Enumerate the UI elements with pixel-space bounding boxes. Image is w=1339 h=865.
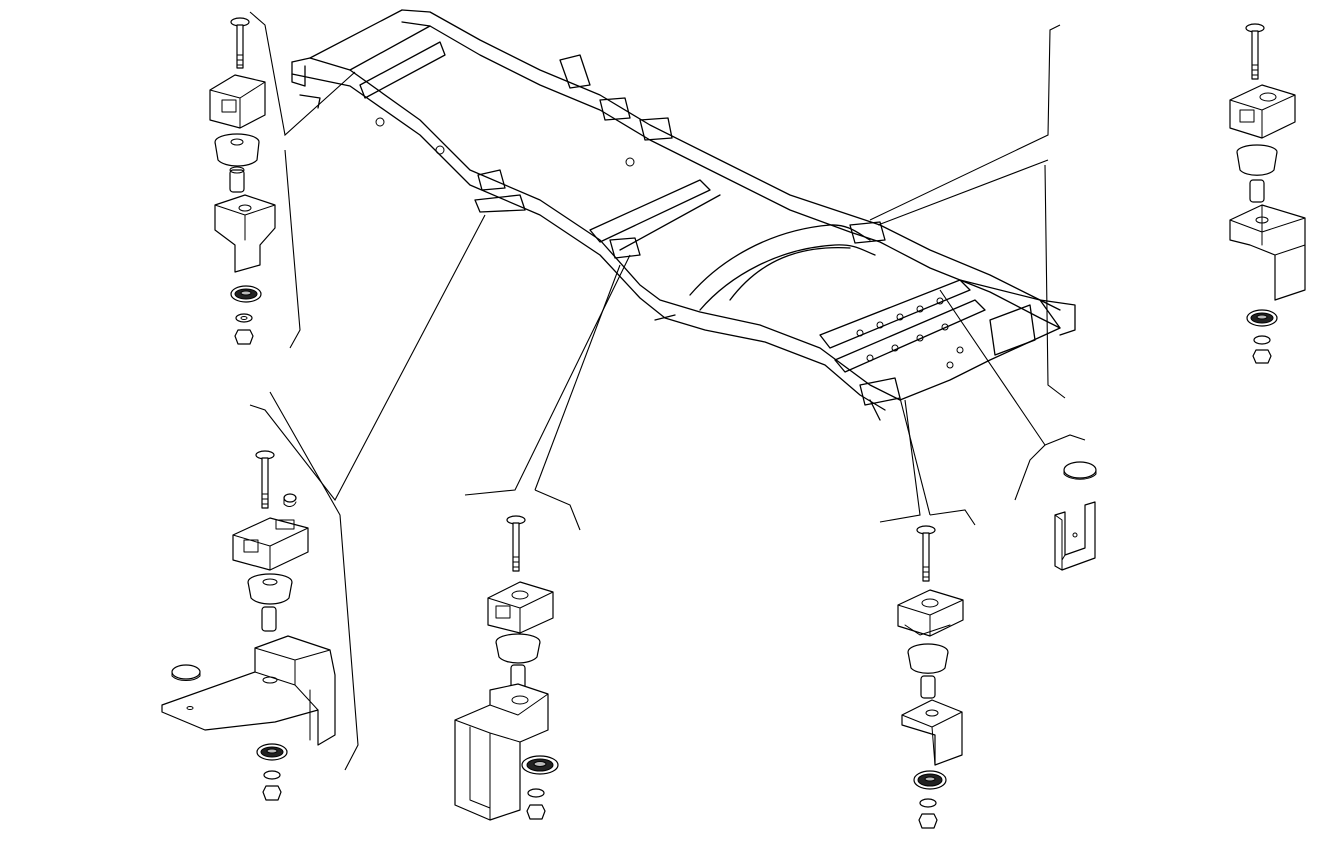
- spacer-sleeve: [229, 166, 245, 193]
- washer: [919, 798, 937, 808]
- nut: [1252, 349, 1272, 364]
- bolt: [255, 450, 275, 509]
- front-left-mount: [209, 17, 276, 345]
- outrigger-bracket: [161, 635, 336, 746]
- bolt: [916, 525, 936, 582]
- spacer-sleeve: [261, 606, 277, 632]
- rear-mount: [897, 525, 964, 829]
- rear-plug-bracket: [1054, 461, 1097, 571]
- rubber-bush: [214, 133, 260, 167]
- bolt: [1245, 23, 1265, 80]
- lower-rubber: [1246, 309, 1278, 327]
- washer: [1253, 335, 1271, 345]
- bolt: [230, 17, 250, 69]
- nut: [262, 785, 282, 801]
- center-mount: [454, 515, 559, 821]
- mount-bracket: [1229, 204, 1306, 301]
- rubber-bush: [907, 643, 949, 674]
- rubber-bush: [1236, 144, 1278, 176]
- upper-bracket: [1229, 84, 1296, 139]
- mount-bracket: [214, 194, 276, 273]
- lower-rubber: [521, 755, 559, 775]
- front-right-mount: [1229, 23, 1306, 364]
- perforations: [856, 297, 964, 369]
- upper-bracket: [232, 517, 309, 571]
- lower-rubber: [913, 770, 947, 790]
- blanking-plug: [171, 664, 201, 681]
- washer: [235, 313, 253, 323]
- spacer-sleeve: [920, 675, 936, 699]
- nut: [526, 804, 546, 820]
- washer-small: [283, 493, 297, 507]
- leader-lines: [249, 11, 1086, 771]
- lower-rubber: [256, 743, 288, 761]
- upper-bracket: [897, 589, 964, 637]
- mid-left-mount: [161, 450, 336, 801]
- upper-bracket: [487, 581, 554, 634]
- nut: [234, 329, 254, 345]
- washer: [263, 770, 281, 780]
- u-bracket: [1054, 501, 1096, 571]
- bolt: [506, 515, 526, 572]
- upper-bracket: [209, 74, 266, 129]
- washer: [527, 788, 545, 798]
- blanking-plug: [1063, 461, 1097, 480]
- spacer-sleeve: [1249, 179, 1265, 203]
- nut: [918, 813, 938, 829]
- lower-rubber: [230, 285, 262, 303]
- box-bracket: [454, 683, 549, 821]
- chassis-frame: [291, 9, 1076, 421]
- mount-bracket: [901, 699, 963, 766]
- rubber-bush: [495, 633, 541, 664]
- rubber-bush: [247, 573, 293, 605]
